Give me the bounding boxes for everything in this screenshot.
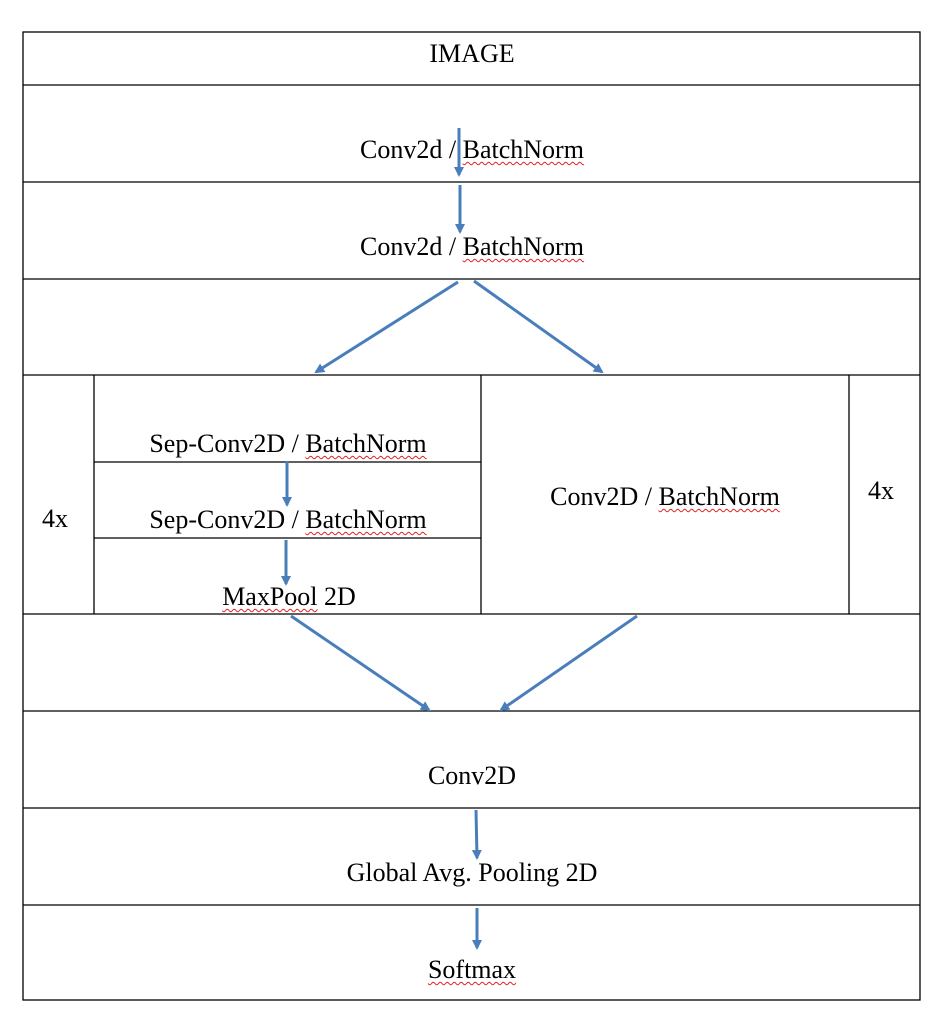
- conv-batchnorm-2-label: Conv2d / BatchNorm: [360, 232, 584, 262]
- image-label-text: IMAGE: [429, 39, 515, 68]
- batchnorm-text: BatchNorm: [305, 429, 427, 458]
- repeat-right-text: 4x: [868, 476, 894, 505]
- repeat-right-label: 4x: [868, 476, 894, 506]
- conv-text: Conv2D /: [550, 482, 659, 511]
- repeat-left-label: 4x: [42, 504, 68, 534]
- image-label: IMAGE: [429, 39, 514, 69]
- residual-conv-label: Conv2D / BatchNorm: [550, 482, 780, 512]
- conv-text: Conv2d /: [360, 232, 463, 261]
- flow-arrow: [471, 809, 482, 860]
- sep-conv-2-label: Sep-Conv2D / BatchNorm: [149, 505, 426, 535]
- repeat-left-text: 4x: [42, 504, 68, 533]
- maxpool-suffix: 2D: [317, 582, 356, 611]
- conv-text: Conv2d /: [360, 135, 463, 164]
- batchnorm-text: BatchNorm: [462, 135, 584, 164]
- maxpool-label: MaxPool 2D: [222, 582, 356, 612]
- flow-arrow: [499, 614, 638, 712]
- flow-arrow: [314, 280, 459, 374]
- sep-conv-text: Sep-Conv2D /: [149, 429, 306, 458]
- sep-conv-text: Sep-Conv2D /: [149, 505, 306, 534]
- batchnorm-text: BatchNorm: [658, 482, 780, 511]
- conv-final-label: Conv2D: [428, 761, 516, 791]
- sep-conv-1-label: Sep-Conv2D / BatchNorm: [149, 429, 426, 459]
- flow-arrow: [473, 279, 604, 374]
- outer-frame: [22, 31, 921, 1001]
- batchnorm-text: BatchNorm: [305, 505, 427, 534]
- maxpool-text: MaxPool: [222, 582, 318, 611]
- softmax-label: Softmax: [428, 955, 516, 985]
- global-pooling-label: Global Avg. Pooling 2D: [347, 858, 598, 888]
- flow-arrow: [290, 614, 431, 712]
- conv-final-text: Conv2D: [427, 761, 517, 790]
- batchnorm-text: BatchNorm: [462, 232, 584, 261]
- conv-batchnorm-1-label: Conv2d / BatchNorm: [360, 135, 584, 165]
- softmax-text: Softmax: [427, 955, 517, 984]
- global-pooling-text: Global Avg. Pooling 2D: [346, 858, 598, 887]
